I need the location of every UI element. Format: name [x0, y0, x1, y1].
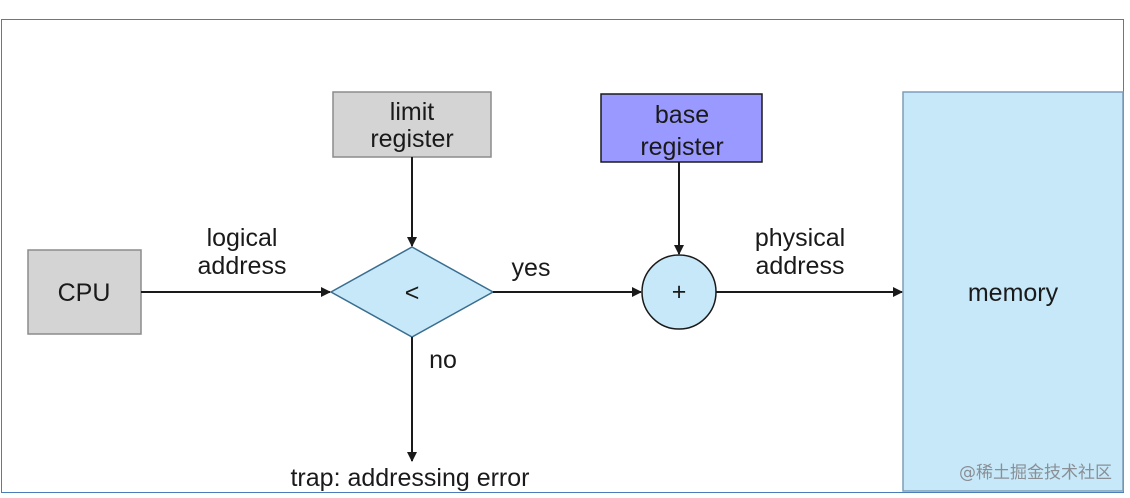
trap-label: trap: addressing error — [290, 464, 529, 492]
base-register-label-line2: register — [640, 133, 723, 161]
logical-address-label-line2: address — [198, 252, 287, 280]
memory-box — [902, 91, 1124, 492]
base-register-box — [600, 93, 763, 163]
memory-label: memory — [968, 279, 1059, 307]
physical-address-label-line2: address — [756, 252, 845, 280]
logical-address-label-line1: logical — [207, 224, 278, 252]
add-symbol: + — [672, 278, 687, 306]
limit-register-box — [332, 91, 492, 158]
no-label: no — [429, 346, 457, 374]
limit-register-label-line1: limit — [390, 98, 434, 126]
limit-register-label-line2: register — [370, 125, 453, 153]
base-register-label-line1: base — [655, 101, 709, 129]
cpu-box — [27, 249, 142, 335]
cpu-label: CPU — [58, 279, 111, 307]
yes-label: yes — [512, 254, 551, 282]
compare-symbol: < — [405, 279, 420, 307]
physical-address-label-line1: physical — [755, 224, 845, 252]
watermark-text: @稀土掘金技术社区 — [959, 463, 1112, 483]
